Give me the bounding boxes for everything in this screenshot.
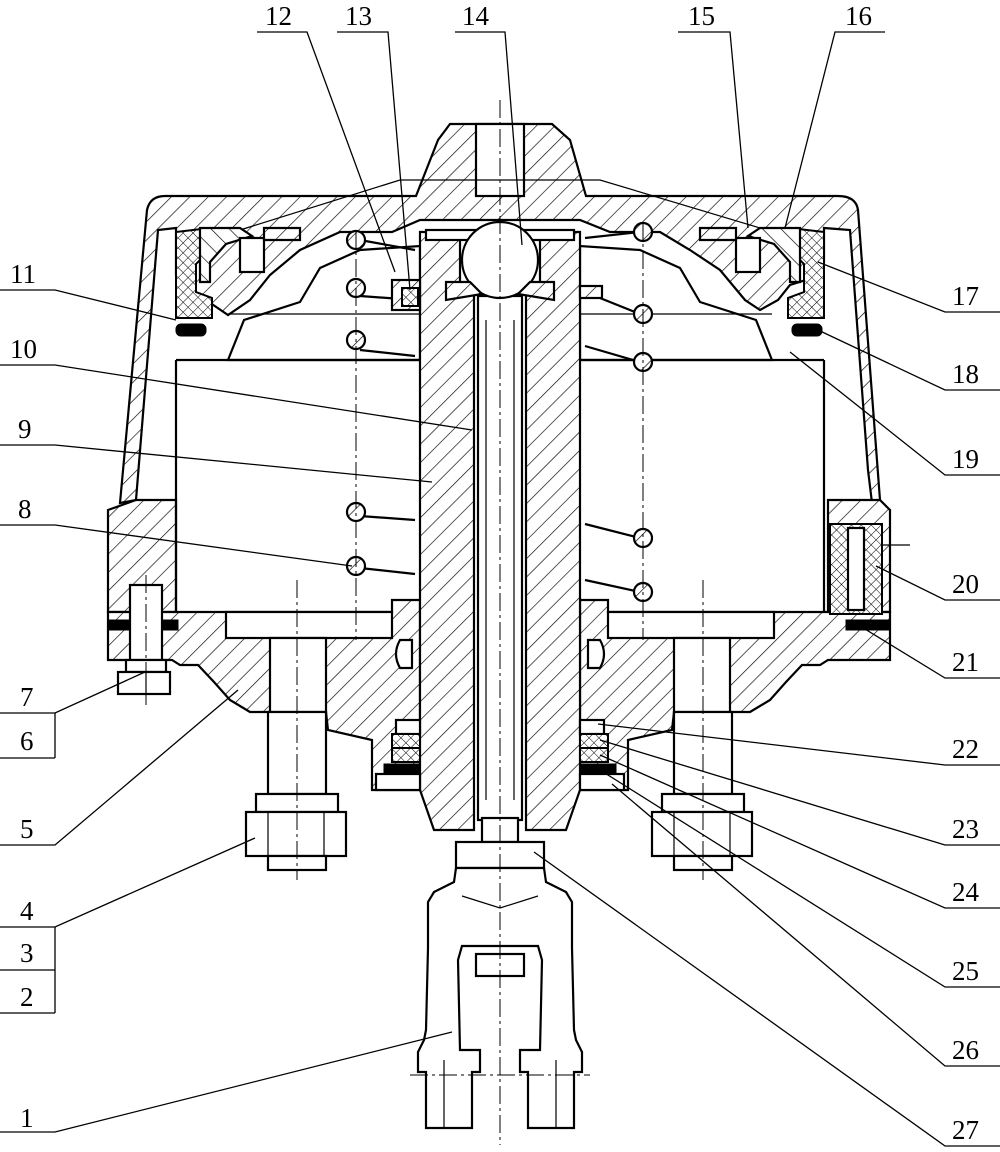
- label-23: 23: [952, 814, 979, 844]
- label-17: 17: [952, 281, 979, 311]
- label-24: 24: [952, 877, 980, 907]
- label-9: 9: [18, 414, 32, 444]
- retainer-washers: [390, 278, 604, 312]
- label-12: 12: [265, 1, 292, 31]
- label-7: 7: [20, 682, 34, 712]
- label-16: 16: [845, 1, 872, 31]
- chamber-walls: [174, 360, 826, 612]
- label-14: 14: [462, 1, 490, 31]
- label-18: 18: [952, 359, 979, 389]
- label-11: 11: [10, 259, 36, 289]
- label-13: 13: [345, 1, 372, 31]
- label-3: 3: [20, 938, 34, 968]
- label-19: 19: [952, 444, 979, 474]
- label-5: 5: [20, 814, 34, 844]
- part-labels: 1 2 3 4 5 6 7 8 9 10 11 12 13 14 15 16 1…: [10, 1, 980, 1145]
- mounting-stud-left: [244, 710, 348, 872]
- left-diaphragm-seal: [175, 226, 302, 337]
- label-25: 25: [952, 956, 979, 986]
- piston: [176, 244, 824, 362]
- label-27: 27: [952, 1115, 979, 1145]
- seal-stack-right: [578, 718, 626, 792]
- label-22: 22: [952, 734, 979, 764]
- filter-plug: [829, 523, 910, 615]
- label-10: 10: [10, 334, 37, 364]
- center-lines: [145, 100, 704, 1145]
- label-2: 2: [20, 982, 34, 1012]
- seal-stack-left: [374, 718, 422, 792]
- leader-lines: [0, 31, 1000, 1147]
- label-26: 26: [952, 1035, 979, 1065]
- label-4: 4: [20, 896, 34, 926]
- label-6: 6: [20, 726, 34, 756]
- right-diaphragm-seal: [698, 226, 825, 337]
- label-21: 21: [952, 647, 979, 677]
- label-15: 15: [688, 1, 715, 31]
- label-8: 8: [18, 494, 32, 524]
- label-1: 1: [20, 1103, 34, 1133]
- lower-housing: [106, 598, 892, 792]
- piston-tube: [418, 228, 582, 832]
- label-20: 20: [952, 569, 979, 599]
